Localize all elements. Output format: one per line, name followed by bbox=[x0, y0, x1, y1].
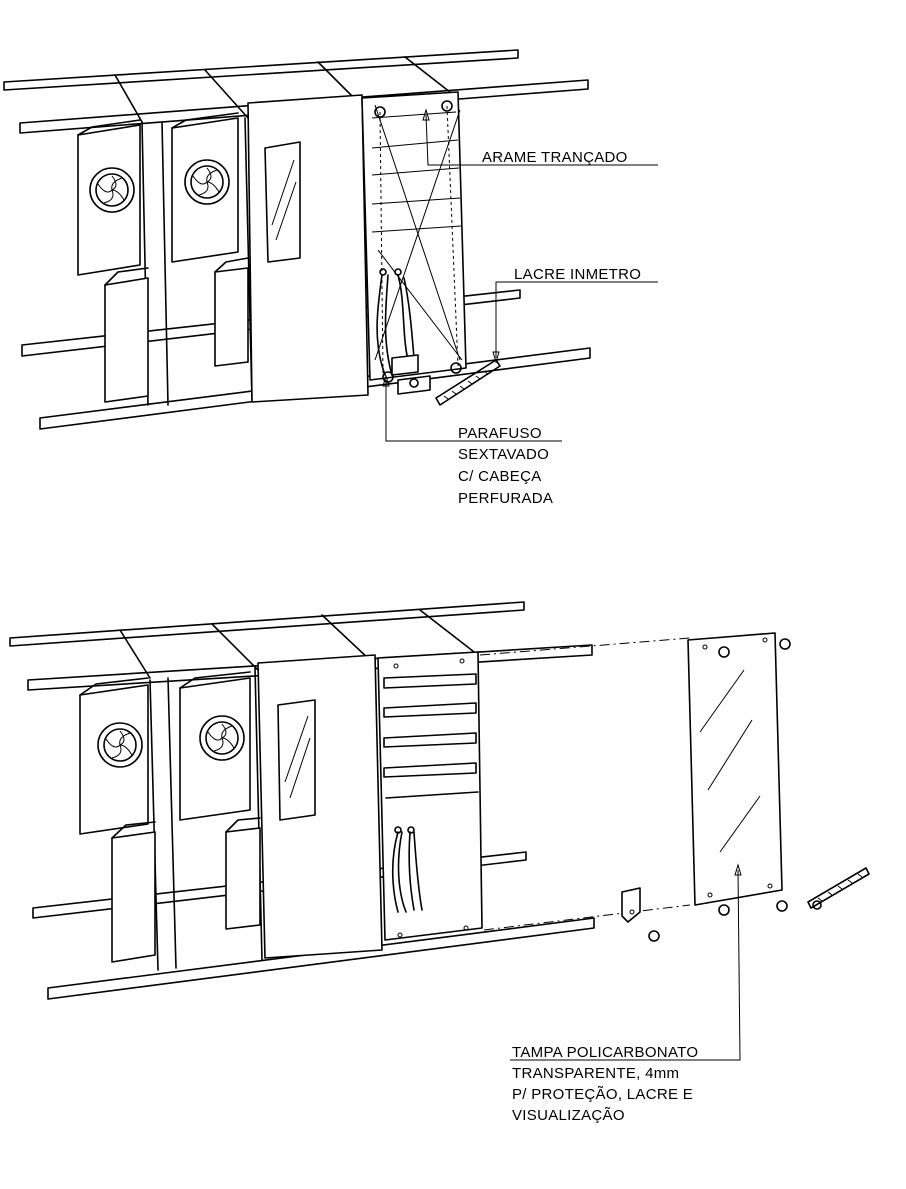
centre-door bbox=[247, 94, 369, 403]
lower-box-1 bbox=[104, 267, 149, 403]
callout-parafuso-line-2: SEXTAVADO bbox=[458, 446, 549, 463]
top-frame-cells bbox=[114, 56, 456, 123]
polycarbonate-cover bbox=[687, 632, 783, 906]
hex-bolt bbox=[450, 362, 462, 374]
hex-bolt bbox=[648, 930, 660, 942]
hex-bolt bbox=[718, 646, 730, 658]
callout-tampa-line-1: TAMPA POLICARBONATO bbox=[512, 1044, 698, 1061]
fan-icon bbox=[199, 715, 245, 761]
hex-bolt bbox=[441, 100, 453, 112]
fan-icon bbox=[97, 722, 143, 768]
hex-bolt bbox=[779, 638, 791, 650]
seal-block bbox=[391, 354, 419, 376]
top-rail-back-2 bbox=[9, 601, 525, 647]
top-rail-back bbox=[3, 49, 519, 91]
leader-arame bbox=[422, 108, 658, 166]
callout-tampa-line-4: VISUALIZAÇÃO bbox=[512, 1107, 625, 1124]
callout-parafuso-line-4: PERFURADA bbox=[458, 490, 553, 507]
shelf bbox=[383, 673, 477, 689]
leader-tampa bbox=[510, 863, 742, 1061]
shelf bbox=[383, 762, 477, 778]
lower-box-4 bbox=[225, 817, 261, 930]
callout-parafuso-line-3: C/ CABEÇA bbox=[458, 468, 542, 485]
fan-unit-2 bbox=[171, 112, 239, 263]
open-compartment bbox=[377, 651, 483, 941]
centre-door-2 bbox=[257, 654, 383, 959]
cable-bundle bbox=[391, 831, 423, 913]
inmetro-seal-strip bbox=[435, 359, 501, 406]
shelf bbox=[383, 702, 477, 718]
lower-box-2 bbox=[214, 257, 249, 367]
fan-unit-3 bbox=[79, 677, 149, 835]
callout-parafuso-line-1: PARAFUSO bbox=[458, 425, 542, 442]
door-window bbox=[277, 699, 316, 821]
hex-bolt bbox=[374, 106, 386, 118]
shelf bbox=[383, 732, 477, 748]
top-assembly-view: ARAME TRANÇADO LACRE INMETRO PARAFUSO SE… bbox=[3, 49, 658, 507]
seal-bracket bbox=[621, 887, 660, 942]
hex-bolt bbox=[718, 904, 730, 916]
callout-tampa-line-3: P/ PROTEÇÃO, LACRE E bbox=[512, 1086, 693, 1103]
fan-unit-4 bbox=[179, 671, 251, 821]
cable-bundle bbox=[376, 274, 415, 376]
hex-bolt bbox=[776, 900, 788, 912]
lower-box-3 bbox=[111, 821, 156, 963]
top-rail-front bbox=[19, 79, 589, 134]
bracket bbox=[397, 375, 431, 395]
top-frame-cells-2 bbox=[119, 609, 479, 679]
right-compartment bbox=[361, 91, 501, 406]
leader-lacre bbox=[492, 281, 658, 364]
exploded-dash-lines bbox=[479, 637, 691, 931]
door-window bbox=[264, 141, 301, 263]
bottom-rail-front-2 bbox=[47, 917, 595, 1000]
fan-unit-1 bbox=[77, 119, 141, 276]
inmetro-seal-strip-2 bbox=[807, 867, 870, 910]
fan-icon bbox=[184, 159, 230, 205]
callout-arame-line-1: ARAME TRANÇADO bbox=[482, 149, 628, 166]
fan-icon bbox=[89, 167, 135, 213]
callout-tampa-line-2: TRANSPARENTE, 4mm bbox=[512, 1065, 679, 1082]
leader-parafuso bbox=[382, 374, 562, 442]
callout-lacre-line-1: LACRE INMETRO bbox=[514, 266, 641, 283]
bottom-assembly-view: TAMPA POLICARBONATO TRANSPARENTE, 4mm P/… bbox=[9, 601, 870, 1124]
